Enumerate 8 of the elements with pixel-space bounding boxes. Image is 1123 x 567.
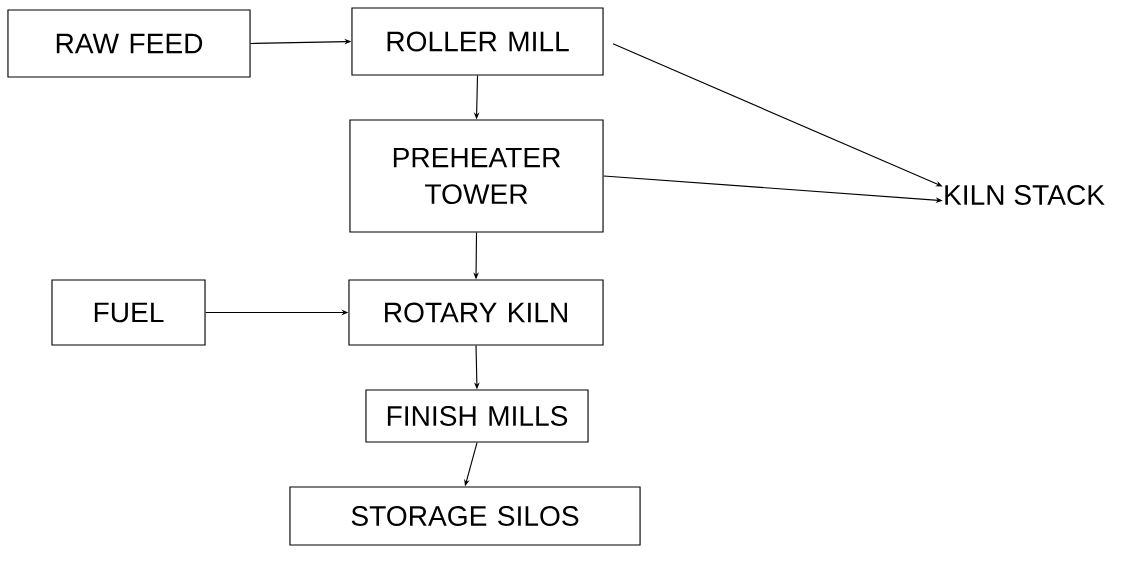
process-box: STORAGE SILOS — [289, 486, 641, 546]
process-box: FUEL — [51, 279, 206, 346]
process-box: ROTARY KILN — [348, 279, 604, 346]
output-label: KILN STACK — [945, 185, 1105, 205]
process-box: FINISH MILLS — [365, 389, 589, 443]
process-box: RAW FEED — [7, 9, 251, 78]
process-box: ROLLER MILL — [351, 7, 604, 76]
process-box: PREHEATER TOWER — [349, 119, 604, 233]
